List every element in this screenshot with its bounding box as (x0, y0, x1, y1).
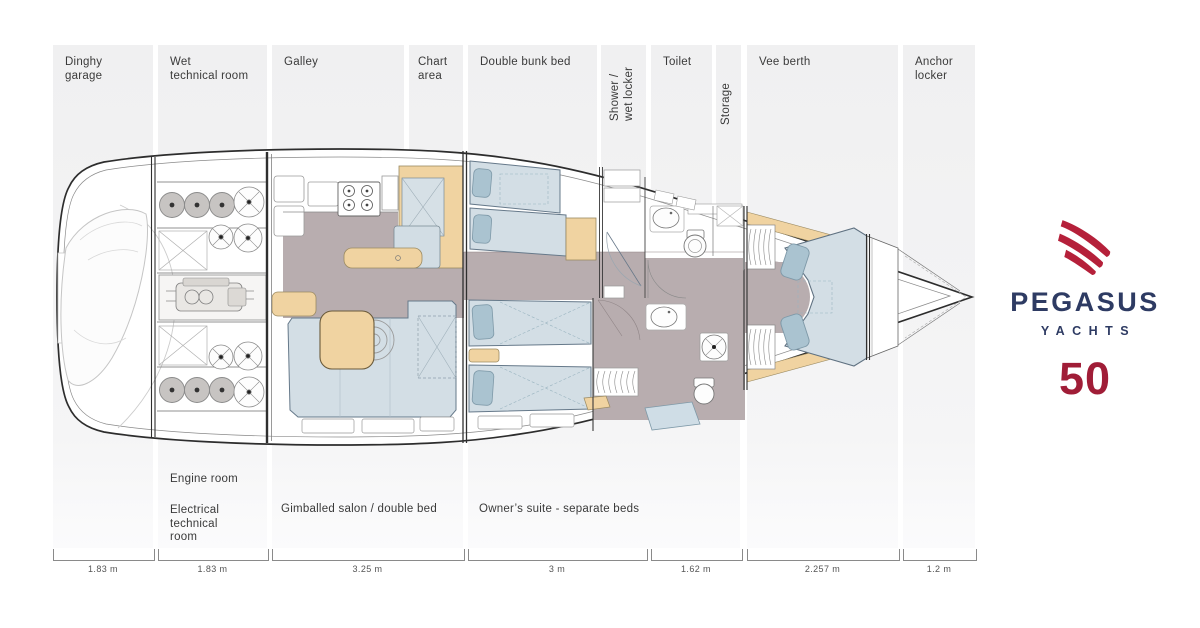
band-bottom-anchor-locker (903, 300, 975, 548)
label-toilet: Toilet (663, 56, 692, 68)
salon-sideboard (271, 291, 317, 317)
dimension-bracket-4 (468, 549, 648, 561)
band-anchor-locker (903, 45, 975, 300)
label-double-bunk-bed: Double bunk bed (480, 56, 571, 68)
salon-steps (301, 416, 455, 434)
dimension-label-5: 1.62 m (681, 564, 711, 574)
yacht-floor-plan (56, 148, 975, 446)
brand-model: 50 (1058, 353, 1112, 404)
double-bunk-beds (469, 160, 597, 261)
dimension-label-7: 1.2 m (926, 564, 952, 574)
owners-suite (468, 299, 639, 430)
technical-lockers (158, 230, 208, 366)
brand-logo: PEGASUS YACHTS 50 (1000, 218, 1170, 405)
wet-technical-room (157, 181, 267, 412)
owners-bathroom (597, 299, 729, 431)
label-galley: Galley (284, 56, 319, 68)
dimension-label-3: 3.25 m (352, 564, 383, 574)
label-vee-berth: Vee berth (759, 56, 811, 68)
brand-name: PEGASUS (1010, 287, 1160, 317)
dimension-label-2: 1.83 m (197, 564, 228, 574)
dimension-bracket-5 (651, 549, 743, 561)
vee-storage-slats (746, 224, 776, 370)
toilet-room (647, 203, 744, 299)
washing-machines (159, 192, 235, 403)
storage-slats-owner (593, 367, 639, 397)
dimension-bracket-6 (747, 549, 900, 561)
pegasus-wing-icon (1058, 220, 1111, 275)
dimension-bracket-7 (903, 549, 977, 561)
shower-wet-locker (603, 169, 642, 299)
bench-knob (395, 255, 401, 261)
dimension-bracket-2 (158, 549, 269, 561)
dimension-bracket-3 (272, 549, 465, 561)
nightstand (468, 348, 500, 363)
brand-sub: YACHTS (1040, 324, 1137, 338)
label-gimballed-salon: Gimballed salon / double bed (281, 503, 437, 515)
label-electrical-technical-room: Electrical technical room (170, 504, 220, 543)
stove (337, 181, 381, 217)
label-storage: Storage (720, 82, 732, 125)
galley-bench (343, 247, 423, 269)
label-wet-technical-room: Wet technical room (170, 56, 249, 82)
dinghy-garage (57, 204, 176, 429)
dimension-label-4: 3 m (548, 564, 566, 574)
vee-berth (746, 211, 869, 383)
ventilation-fans (208, 186, 265, 408)
deck-hatches (653, 189, 697, 211)
label-chart-area: Chart area (418, 56, 448, 82)
dimension-bracket-1 (53, 549, 155, 561)
label-engine-room: Engine room (170, 473, 238, 485)
dimension-label-6: 2.257 m (804, 564, 841, 574)
owner-steps (477, 413, 575, 430)
label-shower-wet-locker: Shower / wet locker (609, 66, 635, 121)
gimballed-table (319, 310, 375, 370)
label-anchor-locker: Anchor locker (915, 56, 953, 82)
label-dinghy-garage: Dinghy garage (65, 56, 103, 82)
galley-counter (273, 175, 399, 237)
dimension-label-1: 1.83 m (88, 564, 118, 574)
bulkheads (150, 151, 871, 443)
label-owners-suite: Owner’s suite - separate beds (479, 503, 640, 515)
galley-salon (271, 165, 464, 434)
engine (158, 274, 267, 321)
